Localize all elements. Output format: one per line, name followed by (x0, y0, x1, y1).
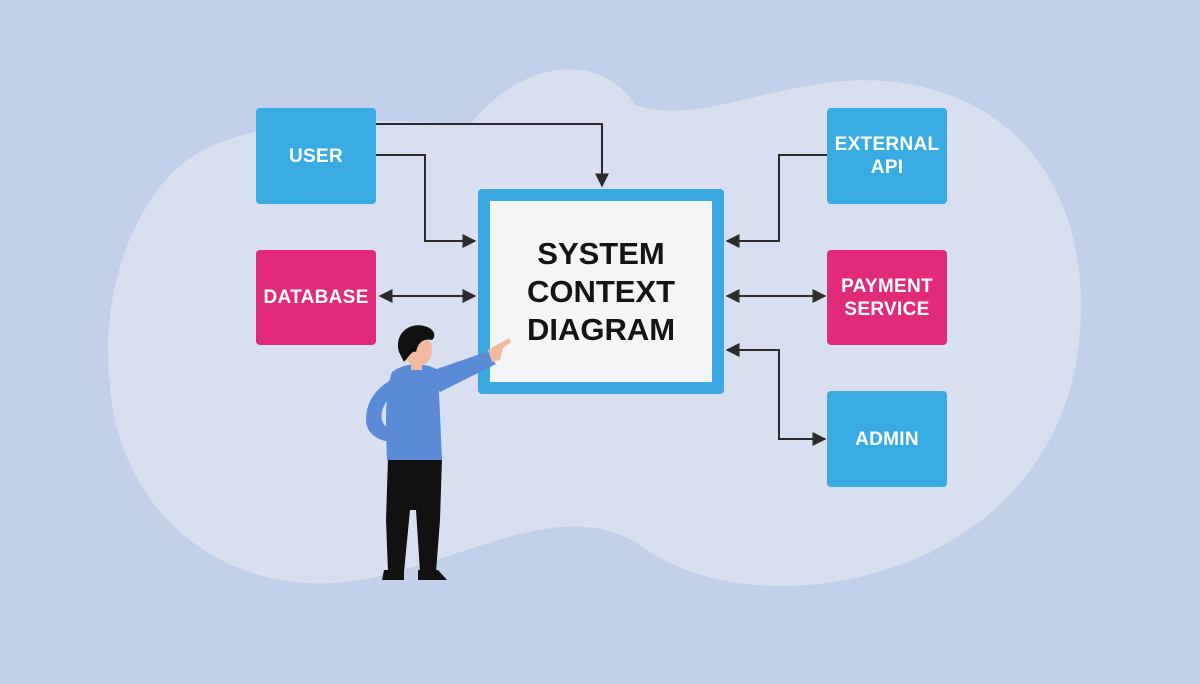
connector-user-top (376, 123, 609, 188)
entity-database: DATABASE (256, 250, 376, 345)
entity-user-label: USER (289, 145, 343, 167)
person-torso (386, 364, 442, 460)
entity-external-api-label: EXTERNAL API (834, 134, 940, 178)
person-bent-arm (366, 378, 398, 442)
connector-user-left (376, 154, 477, 248)
connector-admin (725, 343, 827, 446)
entity-external-api: EXTERNAL API (827, 108, 947, 204)
entity-database-label: DATABASE (263, 287, 369, 308)
person-hair (397, 325, 435, 362)
person-pointing-hand (488, 338, 511, 362)
person-legs (386, 458, 442, 572)
person-right-shoe (418, 570, 447, 580)
entity-admin: ADMIN (827, 391, 947, 487)
system-center-label: SYSTEM CONTEXT DIAGRAM (526, 235, 676, 347)
person-pointing-arm (428, 352, 496, 392)
entity-payment-service: PAYMENT SERVICE (827, 250, 947, 345)
person-left-shoe (382, 570, 404, 580)
entity-admin-label: ADMIN (855, 428, 919, 450)
system-center-box: SYSTEM CONTEXT DIAGRAM (478, 189, 724, 394)
entity-payment-service-label: PAYMENT SERVICE (841, 275, 933, 320)
connector-external-api (725, 154, 827, 248)
entity-user: USER (256, 108, 376, 204)
